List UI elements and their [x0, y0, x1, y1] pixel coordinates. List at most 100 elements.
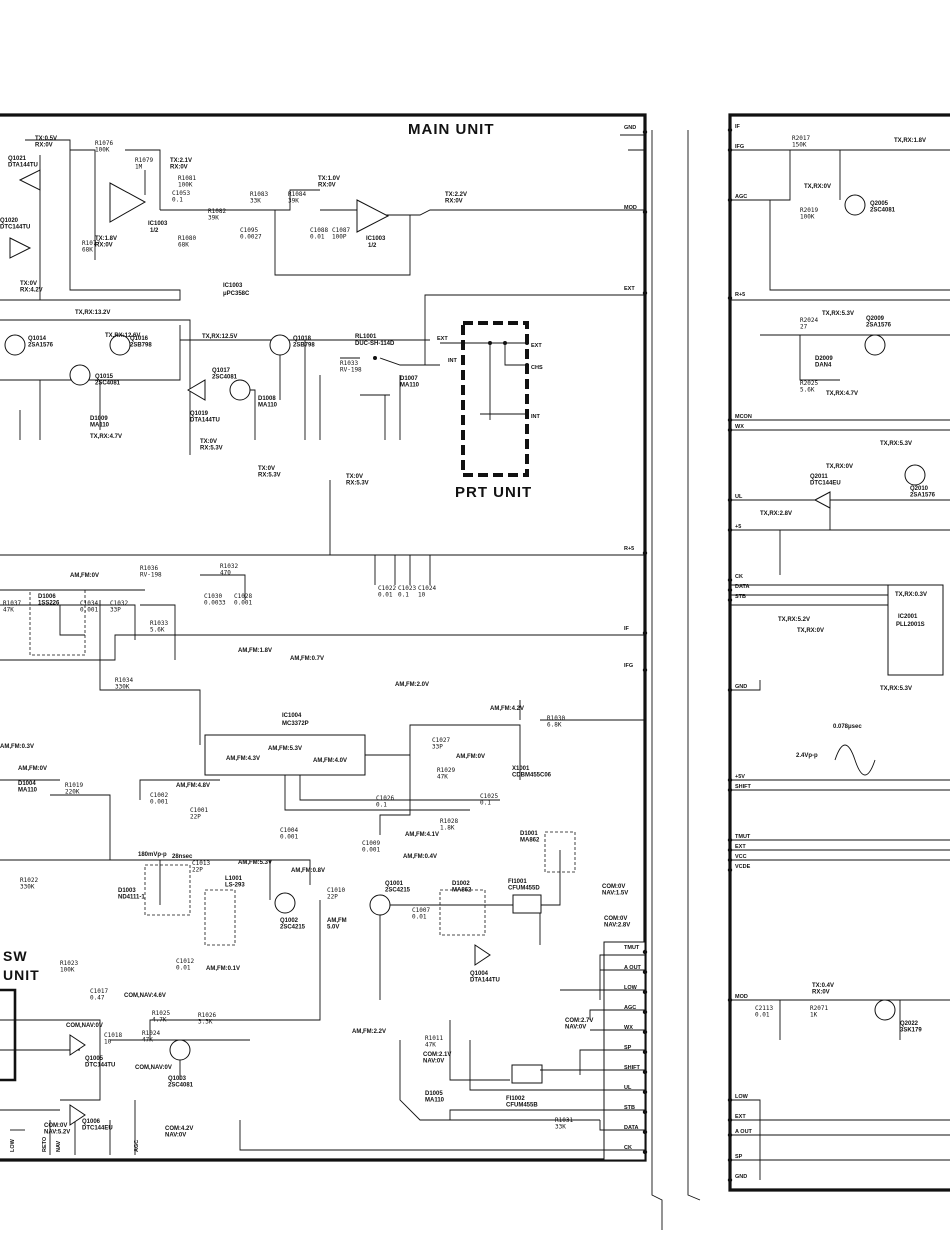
ic1003-a-label: IC1003: [148, 221, 168, 227]
voltage-label: NAV:5.2V: [44, 1130, 70, 1136]
diode-label: MA862: [520, 838, 540, 844]
filter-label: CFUM455B: [506, 1103, 538, 1109]
resistor-label: R1019: [65, 782, 83, 789]
voltage-label: 5.0V: [327, 925, 339, 931]
transistor-label: Q1004: [470, 971, 489, 977]
connector-pin-dot: [642, 550, 648, 556]
resistor-label: RV-198: [140, 572, 162, 579]
connector-pin-label: IFG: [624, 663, 633, 669]
resistor-label: 4.7K: [152, 1017, 167, 1024]
connector-pin-label: SHIFT: [624, 1065, 641, 1071]
resistor-label: 100K: [95, 147, 110, 154]
resistor-label: 68K: [178, 242, 189, 249]
waveform-vpp: [834, 744, 876, 776]
resistor-label: R1036: [140, 565, 158, 572]
connector-pin-label: AGC: [624, 1005, 636, 1011]
voltage-label: COM:4.2V: [165, 1126, 193, 1132]
second-unit-frame: [687, 113, 950, 1201]
capacitor-label: C1023: [398, 585, 416, 592]
connector-pin-dot: [642, 1009, 648, 1015]
sw-unit-title-line1: SW: [3, 948, 28, 964]
connector-pin-dot: [727, 127, 733, 133]
transistor-label: DTA144TU: [470, 978, 500, 984]
voltage-label: NAV:0V: [565, 1025, 586, 1031]
voltage-label: 28nsec: [172, 854, 193, 860]
transistor-label: Q1017: [212, 368, 231, 374]
voltage-label: AM,FM:0V: [18, 766, 47, 772]
transistor-label: Q2005: [870, 201, 889, 207]
resistor-label: 150K: [792, 142, 807, 149]
resistor-label: 33K: [555, 1124, 566, 1131]
transistor-label: DTA144TU: [190, 418, 220, 424]
voltage-label: TX:0.4V: [812, 983, 834, 989]
voltage-label: COM:2.7V: [565, 1018, 593, 1024]
resistor-label: 39K: [288, 198, 299, 205]
voltage-label: NAV:0V: [423, 1059, 444, 1065]
capacitor-label: 0.001: [234, 600, 252, 607]
voltage-label: COM,NAV:0V: [135, 1065, 172, 1071]
opamp-ic1003-a-symbol: [109, 182, 147, 223]
capacitor-label: 0.01: [412, 914, 427, 921]
capacitor-label: 33P: [110, 607, 121, 614]
voltage-label: TX,RX:2.8V: [760, 511, 792, 517]
voltage-label: AM,FM:0V: [70, 573, 99, 579]
voltage-label: AM,FM:0.1V: [206, 966, 240, 972]
capacitor-label: C1013: [192, 860, 210, 867]
capacitor-label: 0.1: [398, 592, 409, 599]
transistor-label: 2SC4081: [870, 208, 896, 214]
resistor-label: R1033: [340, 360, 358, 367]
transistor-label: DTC144TU: [0, 225, 30, 231]
resistor-label: R1026: [198, 1012, 216, 1019]
capacitor-label: 0.1: [480, 800, 491, 807]
resistor-label: R2024: [800, 317, 818, 324]
capacitor-label: C1024: [418, 585, 436, 592]
connector-pin-dot: [642, 667, 648, 673]
resistor-label: 5.6K: [800, 387, 815, 394]
filter-label: FI1001: [508, 879, 527, 885]
transistor-label: Q1018: [293, 336, 312, 342]
voltage-label: TX,RX:4.7V: [90, 434, 122, 440]
resistor-label: 330K: [20, 884, 35, 891]
capacitor-label: C1087: [332, 227, 350, 234]
voltage-label: COM,NAV:0V: [66, 1023, 103, 1029]
resistor-label: R1077: [82, 240, 100, 247]
resistor-label: 47K: [3, 607, 14, 614]
voltage-labels: TX:0.5VRX:0VTX:2.1VRX:0VTX:1.8VRX:0VTX:2…: [0, 136, 927, 1139]
resistor-label: R1080: [178, 235, 196, 242]
voltage-label: AM,FM:4.8V: [176, 783, 210, 789]
diode-label: D1001: [520, 831, 538, 837]
resistor-label: R1011: [425, 1035, 443, 1042]
connector-pin-label: MCON: [735, 414, 752, 420]
connector-pin-dot: [642, 969, 648, 975]
resistor-label: 3.3K: [198, 1019, 213, 1026]
capacitor-label: C1007: [412, 907, 430, 914]
voltage-label: COM:0V: [602, 884, 625, 890]
capacitor-label: C1009: [362, 840, 380, 847]
fi1002-body: [511, 1064, 543, 1084]
ic1004-part: MC3372P: [282, 721, 309, 727]
q2022-symbol: [874, 999, 896, 1021]
voltage-label: AM,FM:5.3V: [238, 860, 272, 866]
diode-label: 1SS226: [38, 601, 60, 607]
diode-label: MA110: [400, 383, 420, 389]
connector-pin-dot: [642, 630, 648, 636]
voltage-label: AM,FM:4.2V: [490, 706, 524, 712]
voltage-label: RX:5.3V: [200, 446, 223, 452]
voltage-label: TX,RX:0V: [797, 628, 824, 634]
filter-label: L1001: [225, 876, 243, 882]
resistor-label: R1083: [250, 191, 268, 198]
voltage-label: RX:0V: [95, 243, 113, 249]
voltage-label: RX:5.3V: [346, 481, 369, 487]
diode-label: MA110: [90, 423, 110, 429]
bottom-pin-label: LOW: [10, 1138, 16, 1152]
connector-pin-dot: [642, 1149, 648, 1155]
capacitor-label: 0.01: [310, 234, 325, 241]
transistor-label: 2SA1576: [866, 323, 892, 329]
transistor-label: DTC144TU: [85, 1063, 115, 1069]
capacitor-label: 0.001: [362, 847, 380, 854]
connector-pin-label: VCC: [735, 854, 747, 860]
resistor-label: R1024: [142, 1030, 160, 1037]
voltage-label: TX:0V: [258, 466, 275, 472]
resistor-label: 47K: [425, 1042, 436, 1049]
